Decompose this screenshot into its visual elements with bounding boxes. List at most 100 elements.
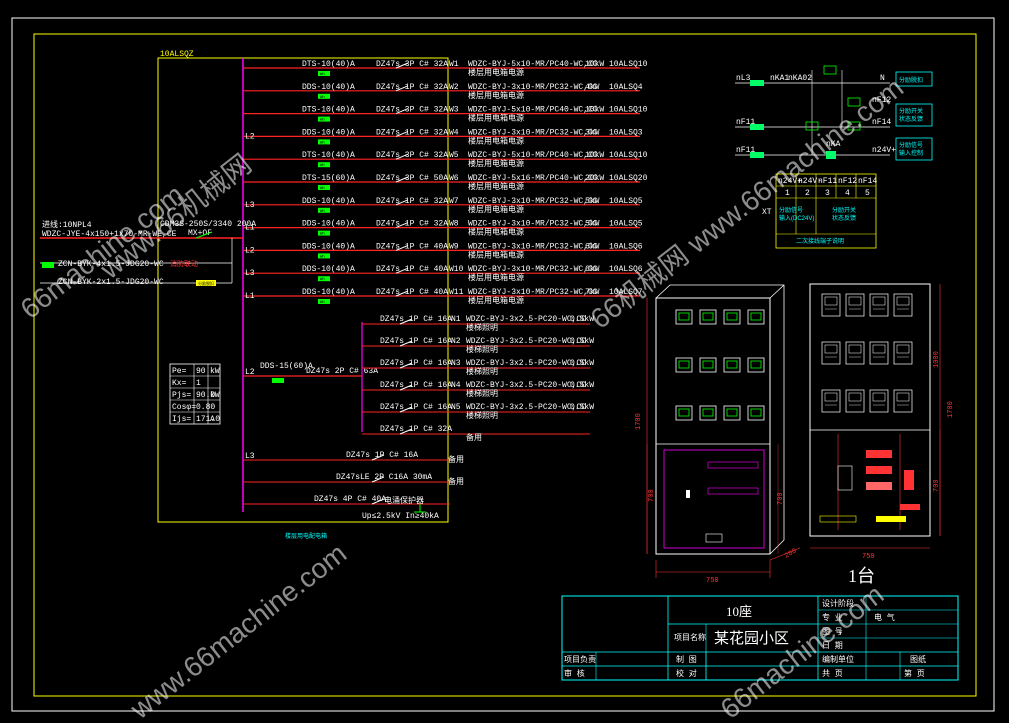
sub-item-breaker: DZ47s 1P C# 16A xyxy=(380,403,452,412)
fire-label: 消防联动 xyxy=(170,259,198,269)
bottom-note: 楼层用电配电箱 xyxy=(285,532,327,540)
xt-num: 3 xyxy=(825,189,830,198)
xt-cell-1: 分励信号输入(DC24V) xyxy=(779,206,814,222)
calc-value: 0.80 xyxy=(196,403,215,412)
feeder-id: W8 xyxy=(449,220,459,229)
feeder-meter: DDS-10(40)A xyxy=(302,197,355,206)
page-label: 第 页 xyxy=(904,668,925,679)
feeder-phase: L3 xyxy=(245,201,255,210)
draw-label: 制 图 xyxy=(676,654,697,665)
sub-item-cable: WDZC-BYJ-3x2.5-PC20-WC,CC xyxy=(466,403,586,412)
feeder-breaker: DZ47s 3P C# 32A xyxy=(376,151,448,160)
feeder-breaker: DZ47s 3P C# 32A xyxy=(376,60,448,69)
feeder-id: W6 xyxy=(449,174,459,183)
feeder-id: W11 xyxy=(449,288,464,297)
feeder-phase: L2 xyxy=(245,246,255,255)
feeder-dest: 10ALSQ4 xyxy=(609,83,643,92)
xt-header: nF11 xyxy=(818,177,837,186)
dim-right-height2: 1000 xyxy=(933,351,941,368)
feeder-power: 10kW xyxy=(585,151,604,160)
meter-tag xyxy=(318,116,330,122)
project-name-label: 项目名称 xyxy=(674,632,706,643)
sub-item-note: 备用 xyxy=(466,432,482,443)
feeder-dest: 10ALSQ5 xyxy=(609,220,643,229)
sub-item-power: 0.5kW xyxy=(570,315,594,324)
xt-header: n24V+ xyxy=(778,177,802,186)
feeder-power: 3kW xyxy=(585,128,600,137)
sub-item-note: 楼梯照明 xyxy=(466,410,498,421)
check-label: 校 对 xyxy=(676,668,697,679)
feeder-note: 楼层用电箱电源 xyxy=(468,227,524,238)
feeder-meter: DTS-10(40)A xyxy=(302,106,355,115)
feeder-phase: L3 xyxy=(245,269,255,278)
sub-item-breaker: DZ47s 1P C# 16A xyxy=(380,315,452,324)
feeder-breaker: DZ47s 1P C# 40A xyxy=(376,265,448,274)
meter-tag xyxy=(318,253,330,259)
cabinet-front-view: 750 1700 700 700 200 xyxy=(635,284,801,585)
feeder-note: 楼层用电箱电源 xyxy=(468,295,524,306)
meter-tag-label: Wh xyxy=(320,163,325,168)
xt-cell-2: 分励开关状态反馈 xyxy=(832,206,856,222)
feeder-id: W2 xyxy=(449,83,459,92)
feeder-dest: 10ALSQ7 xyxy=(609,288,643,297)
design-stage-label: 设计阶段 xyxy=(822,598,854,609)
feeder-id: W3 xyxy=(449,106,459,115)
ctl-box-2: 分励开关状态反馈 xyxy=(899,107,923,123)
dim-right-height: 1700 xyxy=(947,401,955,418)
feeder-cable: WDZC-BYJ-3x10-MR/PC32-WC,CC xyxy=(468,83,598,92)
calc-key: Pe= xyxy=(172,367,187,376)
unit-label: 编制单位 xyxy=(822,654,854,665)
feeder-phase: L2 xyxy=(245,132,255,141)
project-name: 某花园小区 xyxy=(714,630,789,647)
feeder-cable: WDZC-BYJ-3x10-MR/PC32-WC,CC xyxy=(468,197,598,206)
panel-id: 10ALSQZ xyxy=(160,50,194,59)
meter-tag xyxy=(318,71,330,76)
feeder-cable: WDZC-BYJ-3x10-MR/PC32-WC,CC xyxy=(468,242,598,251)
feeder-dest: 10ALSQ20 xyxy=(609,174,648,183)
ctl-box-3: 分励信号输入控制 xyxy=(899,141,923,157)
incoming-line2: WDZC-JYE-4x150+1x70-MR-WE,CE xyxy=(42,230,177,239)
meter-tag xyxy=(318,139,330,145)
xt-label: XT xyxy=(762,208,772,217)
feeder-note: 楼层用电箱电源 xyxy=(468,272,524,283)
feeder-note: 楼层用电箱电源 xyxy=(468,135,524,146)
meter-tag-label: Wh xyxy=(320,140,325,145)
meter-tag-label: Wh xyxy=(320,118,325,123)
extra-label: 备用 xyxy=(448,454,464,465)
feeder-dest: 10ALSQ6 xyxy=(609,265,643,274)
feeder-meter: DDS-10(40)A xyxy=(302,242,355,251)
sub-item-cable: WDZC-BYJ-3x2.5-PC20-WC,CC xyxy=(466,315,586,324)
dim-inner-height-r: 700 xyxy=(777,492,785,505)
meter-tag-label: Wh xyxy=(320,277,325,282)
feeder-meter: DDS-10(40)A xyxy=(302,265,355,274)
feeder-cable: WDZC-BYJ-5x10-MR/PC40-WC,CC xyxy=(468,60,598,69)
ctl-label-nka: nKA xyxy=(826,140,841,149)
meter-tag-label: Wh xyxy=(320,186,325,191)
sub-meter: DDS-15(60)A xyxy=(260,362,313,371)
ctl-label-nka02: nKA02 xyxy=(788,74,812,83)
feeder-dest: 10ALSQ5 xyxy=(609,197,643,206)
xt-num: 2 xyxy=(805,189,810,198)
sub-item-note: 楼梯照明 xyxy=(466,388,498,399)
sub-item-power: 0.5kW xyxy=(570,381,594,390)
drawing-no-label: 图 号 xyxy=(822,627,843,637)
calc-unit: kW xyxy=(210,367,220,376)
feeder-power: 6kW xyxy=(585,242,600,251)
feeder-note: 楼层用电箱电源 xyxy=(468,67,524,78)
sub-item-power: 0.5kW xyxy=(570,403,594,412)
date-label: 日 期 xyxy=(822,641,843,651)
feeder-dest: 10ALSQ10 xyxy=(609,151,648,160)
feeder-dest: 10ALSQ10 xyxy=(609,60,648,69)
calc-key: Pjs= xyxy=(172,391,191,400)
major-value: 电 气 xyxy=(874,612,895,623)
shunt-label: 分励脱扣 xyxy=(198,280,214,287)
sub-item-note: 楼梯照明 xyxy=(466,344,498,355)
feeder-id: W7 xyxy=(449,197,459,206)
spd-cable-1: ZCN-BYK-4x1.5-JDG20-WC xyxy=(58,260,164,269)
sub-item-note: 楼梯照明 xyxy=(466,322,498,333)
major-label: 专 业 xyxy=(822,612,843,623)
meter-tag xyxy=(318,299,330,304)
